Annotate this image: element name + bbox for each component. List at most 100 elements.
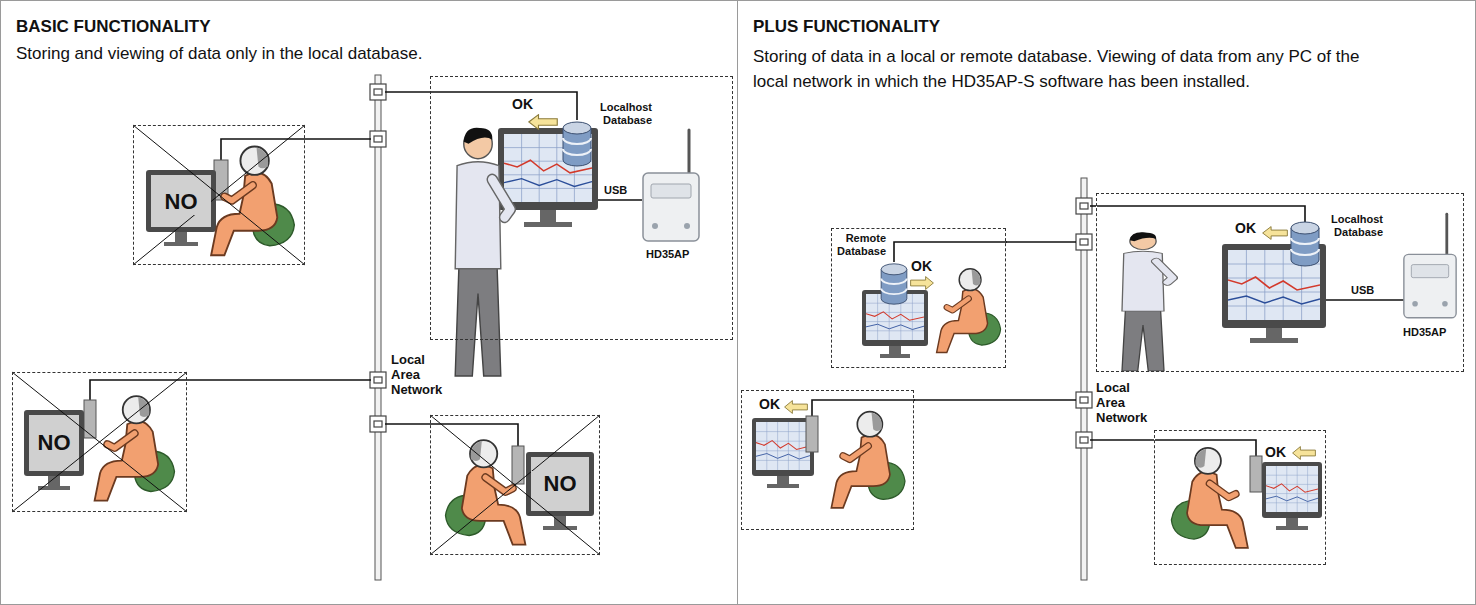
device-label: HD35AP — [646, 248, 689, 261]
usb-cable — [1326, 299, 1404, 301]
network-cable — [385, 91, 430, 93]
cross-line — [430, 415, 600, 555]
port-label: USB — [604, 184, 627, 197]
cross-line — [430, 415, 600, 555]
screen-label: NO — [531, 471, 589, 497]
cross-line — [133, 125, 305, 265]
workstation-box: NO — [133, 125, 305, 265]
database-icon — [1291, 222, 1319, 266]
cross-line — [12, 372, 187, 512]
network-bus: Local Area Network — [371, 75, 385, 580]
workstation-figure — [752, 400, 915, 508]
pc-tower — [512, 446, 524, 484]
workstation-figure — [12, 372, 187, 512]
monitor-frame — [24, 410, 84, 476]
monitor-base — [767, 484, 799, 488]
data-chart — [756, 422, 810, 470]
monitor-screen — [151, 175, 211, 227]
database-icon — [881, 264, 907, 304]
standing-person — [455, 128, 510, 376]
panel-title: PLUS FUNCTIONALITY — [753, 17, 940, 37]
plus-panel: PLUS FUNCTIONALITY Storing of data in a l… — [738, 0, 1476, 605]
seated-person — [937, 269, 1001, 353]
monitor-base — [1276, 526, 1308, 530]
inner-wire — [894, 242, 1007, 262]
pc-tower — [84, 400, 96, 438]
server-figure — [430, 92, 699, 376]
monitor-stand — [48, 476, 60, 486]
lan-bus — [370, 75, 386, 580]
access-arrow — [785, 401, 808, 414]
network-bus: Local Area Network — [1076, 178, 1090, 580]
pc-tower — [806, 416, 818, 452]
basic-panel: BASIC FUNCTIONALITY Storing and viewing o… — [0, 0, 738, 605]
monitor-base — [543, 526, 577, 530]
network-cable — [1090, 439, 1154, 441]
workstation-box: NO — [430, 415, 600, 555]
network-cable — [1006, 241, 1076, 243]
monitor-base — [1250, 338, 1298, 343]
inner-wire — [1097, 206, 1305, 222]
inner-wire — [430, 424, 518, 446]
network-label: Local Area Network — [391, 352, 449, 397]
access-arrow — [1293, 447, 1316, 460]
monitor-frame — [526, 452, 594, 516]
monitor-stand — [1286, 518, 1298, 526]
network-label: Local Area Network — [1096, 380, 1154, 425]
cross-line — [133, 125, 305, 265]
workstation-box: OK — [741, 390, 914, 530]
monitor-frame — [146, 170, 216, 232]
access-arrow — [911, 277, 934, 290]
network-cable — [187, 379, 371, 381]
port-label: USB — [1351, 284, 1374, 297]
monitor-stand — [777, 476, 789, 484]
network-cable — [305, 138, 371, 140]
monitor-stand — [175, 232, 187, 242]
status-label: OK — [759, 396, 780, 413]
device-label: HD35AP — [1403, 326, 1446, 339]
status-label: OK — [1235, 220, 1256, 237]
lan-cable — [375, 75, 381, 580]
server-box: OKLocalhost DatabaseUSBHD35AP — [430, 76, 733, 340]
monitor-frame — [1262, 462, 1322, 518]
panel-description: Storing and viewing of data only in the … — [16, 44, 422, 64]
monitor-base — [524, 222, 572, 227]
monitor-frame — [752, 418, 814, 476]
data-chart — [1266, 466, 1318, 512]
network-cable — [385, 423, 430, 425]
panel-title: BASIC FUNCTIONALITY — [16, 17, 211, 37]
monitor-stand — [554, 516, 566, 526]
access-arrow — [1263, 227, 1288, 240]
monitor-screen — [29, 415, 79, 471]
server-box: OK Localhost DatabaseUSB HD35AP — [1096, 193, 1464, 372]
database-label: Localhost Database — [594, 101, 652, 127]
monitor-stand — [540, 210, 556, 222]
monitor-base — [880, 354, 910, 358]
workstation-figure — [133, 125, 305, 265]
server-figure — [1097, 206, 1456, 371]
receiver-device — [1404, 214, 1456, 318]
monitor-stand — [1266, 328, 1282, 338]
receiver-device — [643, 130, 699, 241]
seated-person — [211, 147, 294, 256]
seated-person — [95, 396, 175, 500]
lan-bus — [1076, 178, 1092, 580]
access-arrow — [529, 115, 558, 130]
panel-description: Storing of data in a local or remote dat… — [753, 44, 1393, 94]
remote-box: Remote DatabaseOK — [831, 228, 1006, 368]
workstation-figure — [1155, 440, 1322, 548]
inner-wire — [430, 92, 577, 120]
workstation-figure — [430, 415, 600, 555]
database-label: Localhost Database — [1323, 213, 1383, 239]
pc-tower — [1250, 456, 1262, 492]
workstation-box: NO — [12, 372, 187, 512]
screen-label: NO — [151, 189, 211, 215]
standing-person — [1122, 232, 1173, 371]
database-label: Remote Database — [832, 232, 886, 258]
status-label: OK — [1265, 444, 1286, 461]
database-icon — [563, 122, 591, 166]
network-cable — [914, 399, 1076, 401]
